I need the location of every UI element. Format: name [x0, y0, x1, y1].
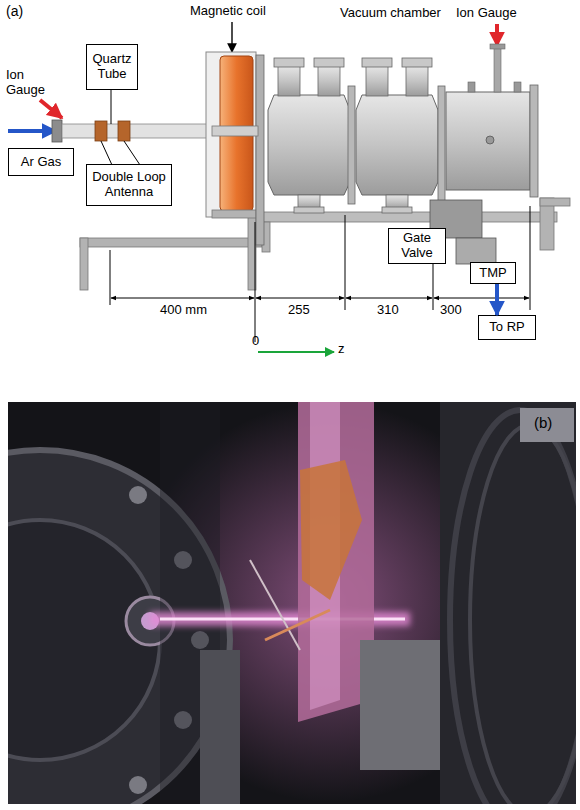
vacuum-chamber: [446, 92, 530, 190]
vacuum-chamber: [514, 82, 521, 92]
dimension-line: [345, 215, 346, 310]
support-frame: [80, 238, 88, 290]
dimension-line: [110, 206, 530, 342]
box-text: To RP: [489, 320, 524, 335]
plasma-photo: [470, 425, 576, 804]
vacuum-chamber: [268, 95, 350, 195]
vacuum-chamber: [256, 55, 264, 245]
dimension: 255: [288, 303, 310, 318]
vacuum-chamber: [278, 66, 300, 96]
part-label-box: To RP: [478, 315, 536, 340]
part-name: Ion Gauge: [6, 68, 50, 98]
vacuum-chamber: [530, 85, 538, 197]
antenna-loop: [95, 121, 130, 141]
vacuum-chamber: [490, 44, 505, 49]
dimension-line: [530, 206, 531, 310]
box-text: Double Loop Antenna: [89, 170, 169, 200]
vacuum-chamber: [406, 66, 428, 96]
dimension: 400 mm: [160, 303, 207, 318]
dimension-line: [111, 298, 254, 299]
dimension-line: [256, 298, 344, 299]
pointer-arrow: [40, 100, 62, 118]
quartz-tube: [62, 124, 212, 138]
vacuum-chamber: [438, 86, 445, 204]
antenna-loop: [95, 121, 107, 141]
support-frame: [262, 212, 557, 222]
antenna-loop: [118, 121, 130, 141]
plasma-photo: [129, 776, 147, 794]
vacuum-chamber: [402, 58, 432, 67]
vacuum-chamber: [366, 66, 388, 96]
box-text: Quartz Tube: [89, 52, 135, 82]
vacuum-chamber: [212, 126, 258, 136]
vacuum-chamber: [348, 86, 355, 204]
support-frame: [540, 198, 570, 206]
vacuum-chamber: [468, 82, 475, 92]
plasma-photo: [265, 610, 330, 640]
part-label-box: Quartz Tube: [86, 44, 138, 90]
box-text: Gate Valve: [391, 231, 443, 261]
part-label-box: Ar Gas: [8, 148, 74, 176]
vacuum-chamber: [486, 136, 494, 144]
leader-line: [101, 90, 140, 165]
vacuum-chamber: [362, 58, 392, 67]
plasma-photo: [300, 460, 362, 600]
box-text: TMP: [479, 266, 506, 281]
dimension-line: [346, 298, 432, 299]
panel-label: (a): [6, 3, 23, 19]
gate-valve-pump: [456, 238, 496, 264]
leader-line: [124, 141, 140, 165]
part-name: Ion Gauge: [456, 6, 517, 21]
dimension: 300: [440, 303, 462, 318]
axis-label: z: [338, 342, 345, 357]
vacuum-chamber: [294, 207, 324, 213]
dimension-line: [110, 250, 111, 305]
part-name: Vacuum chamber: [340, 6, 441, 21]
vacuum-chamber: [274, 58, 304, 67]
axis-origin: 0: [252, 334, 259, 349]
axis-arrow: [258, 352, 334, 353]
vacuum-chamber: [494, 46, 501, 92]
part-label-box: TMP: [470, 262, 516, 284]
plasma-photo: [360, 640, 440, 770]
flow-arrow: [495, 284, 499, 315]
pointer-arrow: [231, 22, 232, 52]
panel-label: (b): [534, 414, 552, 431]
vacuum-chamber: [212, 44, 538, 245]
part-label-box: Double Loop Antenna: [86, 164, 172, 206]
plasma-photo: [200, 650, 240, 804]
plasma-photo: [8, 402, 576, 804]
axis-arrow: [258, 351, 334, 353]
leader-line: [101, 141, 112, 165]
leader-line: [111, 90, 112, 124]
vacuum-chamber: [314, 58, 344, 67]
vacuum-chamber: [382, 207, 412, 213]
quartz-tube: [52, 120, 62, 142]
magnetic-coil: [212, 210, 256, 218]
support-frame: [80, 238, 262, 247]
part-name: Magnetic coil: [190, 4, 266, 19]
pointer-arrow: [8, 129, 56, 133]
plasma-photo: [450, 410, 576, 804]
plasma-photo: [129, 486, 147, 504]
part-label-box: Gate Valve: [388, 228, 446, 264]
box-text: Ar Gas: [21, 155, 61, 170]
quartz-tube: [52, 120, 212, 142]
dimension-line: [434, 298, 529, 299]
plasma-photo: [520, 408, 574, 442]
dimension: 310: [377, 303, 399, 318]
support-frame: [80, 198, 570, 290]
pointer-arrow: [495, 24, 499, 46]
dimension-line: [255, 222, 256, 342]
vacuum-chamber: [318, 66, 340, 96]
vacuum-chamber: [356, 95, 438, 195]
